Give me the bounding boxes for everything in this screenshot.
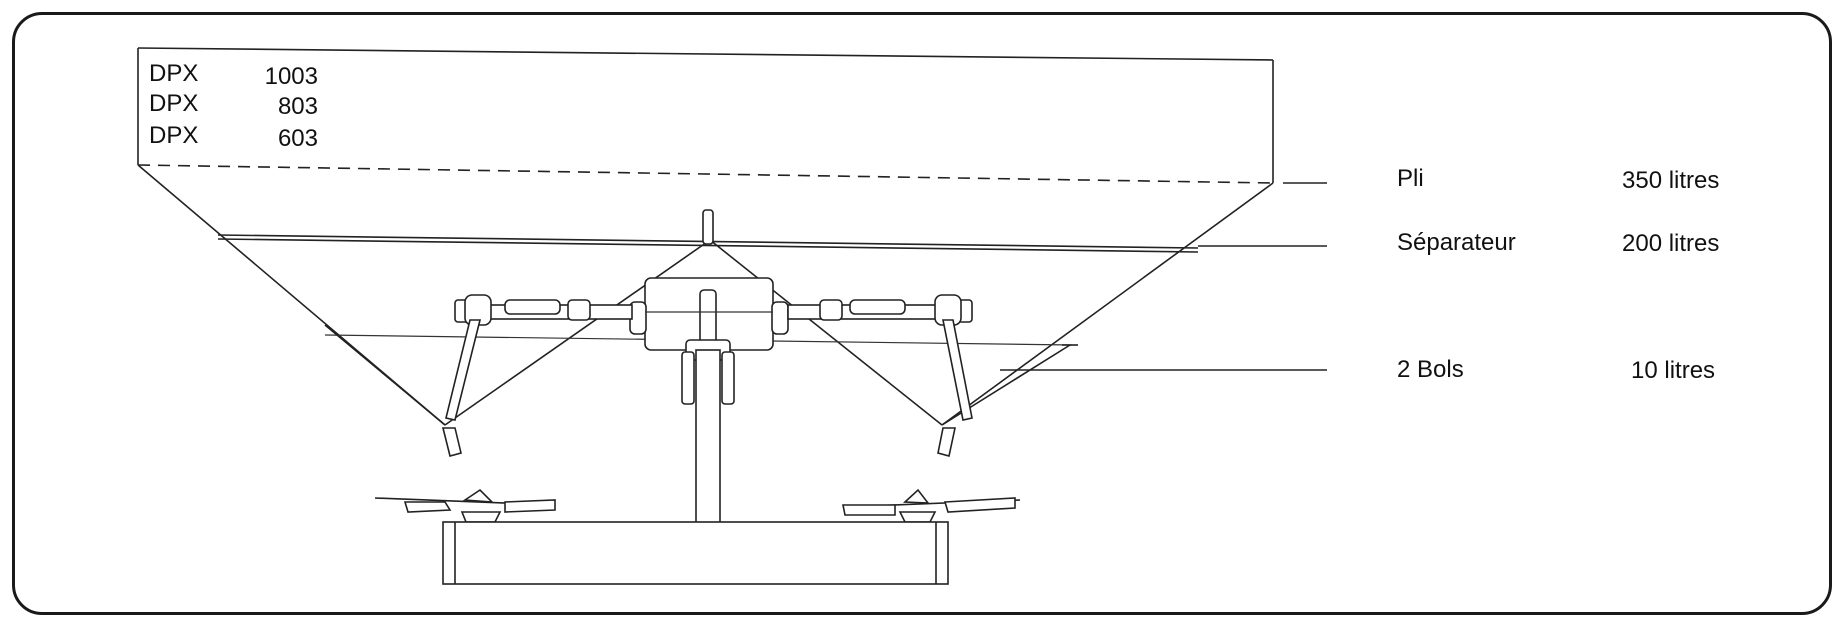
fold-line <box>137 164 1274 184</box>
gearbox-housing <box>473 277 949 531</box>
agitator-left <box>445 294 591 421</box>
spinner-disc-right <box>842 488 1021 523</box>
level-volume-pli: 350 litres <box>1622 167 1719 194</box>
model-number-1: 1003 <box>265 63 318 90</box>
level-label-pli: Pli <box>1397 165 1424 192</box>
level-volume-separateur: 200 litres <box>1622 230 1719 257</box>
model-name-3: DPX <box>149 122 198 149</box>
spinner-disc-left <box>374 488 556 523</box>
frame-base <box>442 521 949 585</box>
model-number-2: 803 <box>278 93 318 120</box>
level-label-bols: 2 Bols <box>1397 356 1464 383</box>
model-number-3: 603 <box>278 125 318 152</box>
diagram-frame <box>12 12 1832 615</box>
model-name-1: DPX <box>149 60 198 87</box>
inner-v-walls <box>444 209 943 426</box>
level-volume-bols: 10 litres <box>1631 357 1715 384</box>
agitator-right <box>819 294 973 421</box>
level-label-separateur: Séparateur <box>1397 229 1516 256</box>
leader-lines <box>1000 182 1327 371</box>
hopper-upper-box <box>137 47 1274 183</box>
model-name-2: DPX <box>149 90 198 117</box>
